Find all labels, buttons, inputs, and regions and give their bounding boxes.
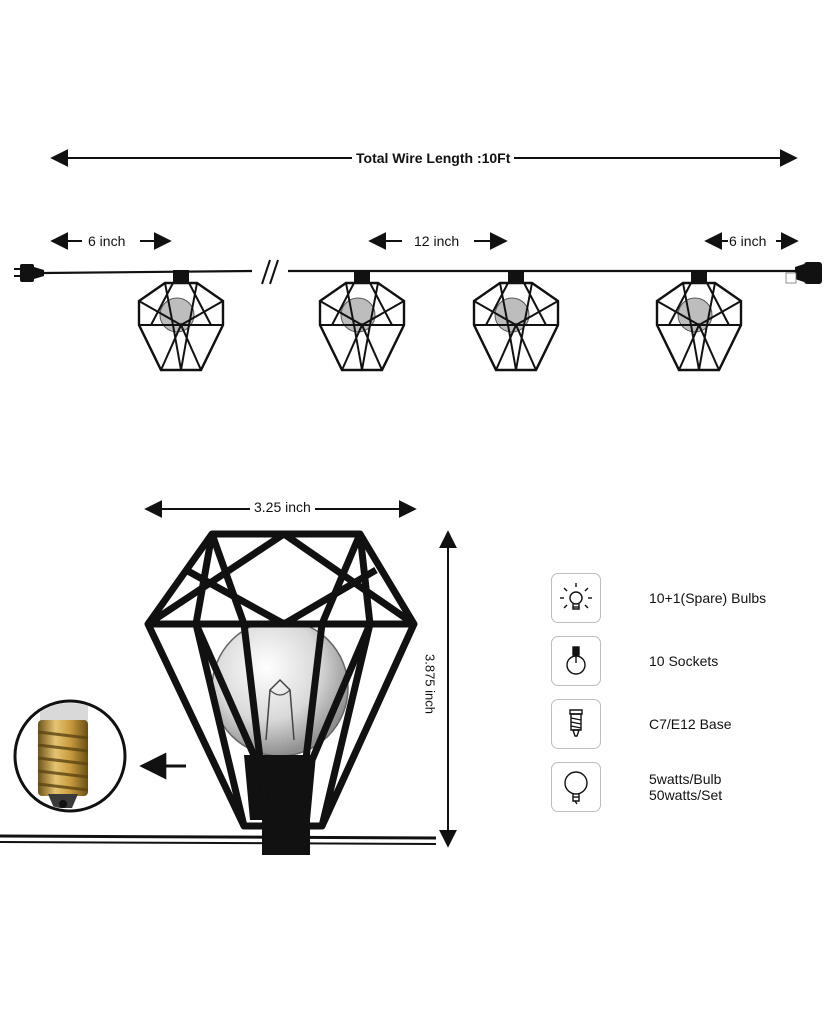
e12-base-inset bbox=[13, 699, 127, 813]
feature-bulbs: 10+1(Spare) Bulbs bbox=[551, 573, 821, 623]
small-cage-lamp-4 bbox=[655, 268, 743, 372]
large-cage-lamp bbox=[0, 530, 437, 855]
feature-bulbs-text: 10+1(Spare) Bulbs bbox=[649, 590, 767, 606]
feature-wattage-text: 5watts/Bulb 50watts/Set bbox=[649, 771, 723, 803]
feature-sockets: 10 Sockets bbox=[551, 636, 821, 686]
light-bulb-icon bbox=[551, 573, 601, 623]
small-cage-lamp-2 bbox=[318, 268, 406, 372]
string-light-strand bbox=[14, 259, 822, 285]
feature-sockets-text: 10 Sockets bbox=[649, 653, 719, 669]
end-spacing-label: 6 inch bbox=[729, 232, 767, 250]
feature-wattage: 5watts/Bulb 50watts/Set bbox=[551, 762, 821, 812]
height-dimension-label: 3.875 inch bbox=[422, 654, 438, 714]
width-dimension-label: 3.25 inch bbox=[250, 498, 315, 516]
small-cage-lamp-1 bbox=[137, 268, 225, 372]
start-spacing-label: 6 inch bbox=[88, 232, 126, 250]
feature-base: C7/E12 Base bbox=[551, 699, 821, 749]
globe-bulb-icon bbox=[551, 762, 601, 812]
small-cage-lamp-3 bbox=[472, 268, 560, 372]
bulb-base-icon bbox=[551, 699, 601, 749]
feature-base-text: C7/E12 Base bbox=[649, 716, 732, 732]
middle-spacing-label: 12 inch bbox=[414, 232, 460, 250]
socket-icon bbox=[551, 636, 601, 686]
total-length-label: Total Wire Length :10Ft bbox=[352, 149, 515, 167]
